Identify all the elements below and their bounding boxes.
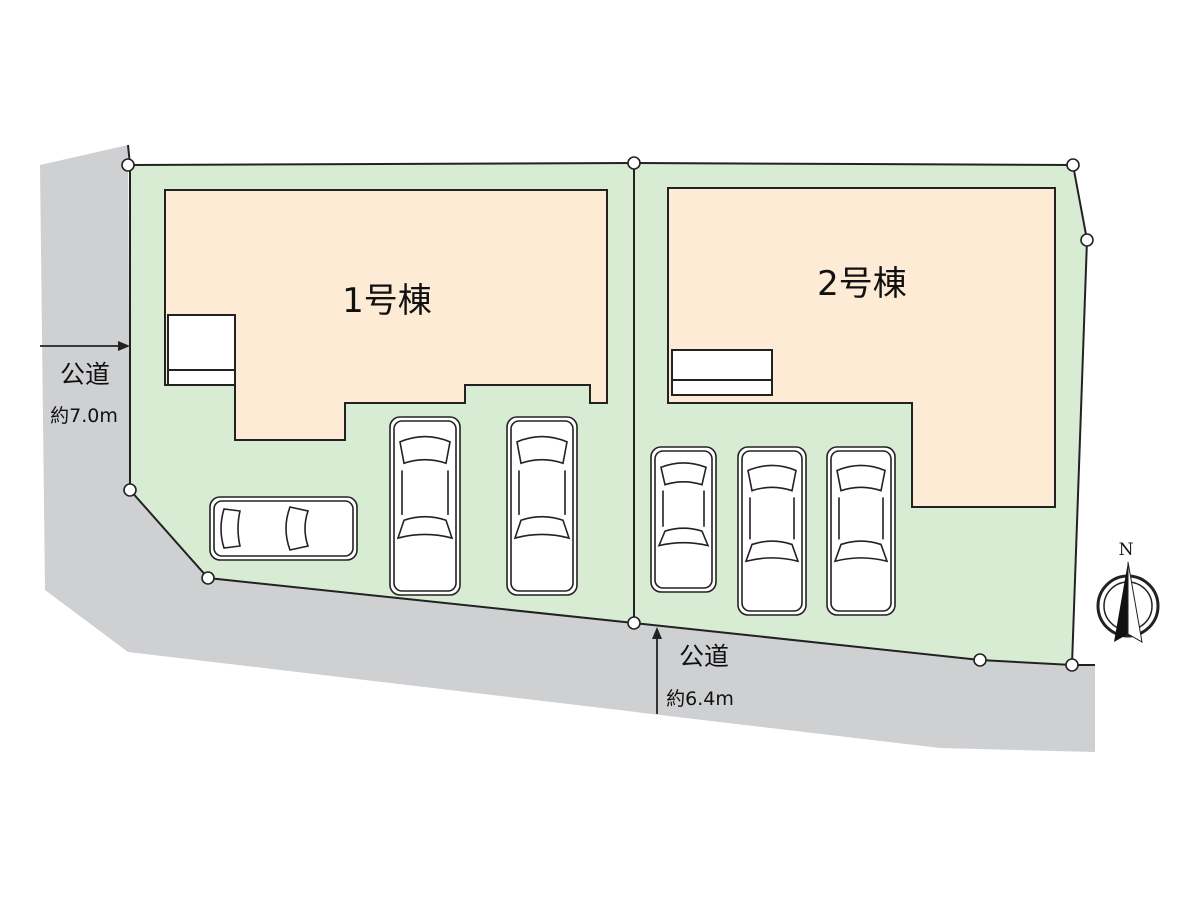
building-2-label: 2号棟 [817,264,907,304]
porch-2 [671,349,773,396]
parked-car-icon [209,496,358,561]
road-south-name: 公道 [679,642,729,671]
parked-car-icon [737,446,807,616]
parked-car-icon [506,416,578,596]
parked-car-icon [826,446,896,616]
boundary-marker-icon [1080,233,1094,247]
boundary-marker-icon [121,158,135,172]
boundary-marker-icon [627,156,641,170]
building-1-label: 1号棟 [342,281,432,321]
north-compass-icon: N [1096,540,1160,643]
public-road [40,145,1095,752]
road-south-width: 約6.4m [666,688,734,710]
arrow-icon [652,627,662,639]
porch-1 [167,314,236,386]
boundary-marker-icon [1066,158,1080,172]
road-west-name: 公道 [60,360,110,389]
boundary-marker-icon [1065,658,1079,672]
building-2 [667,187,1056,508]
parked-car-icon [650,446,717,593]
road-west-width: 約7.0m [50,405,118,427]
parked-car-icon [389,416,461,596]
boundary-marker-icon [627,616,641,630]
boundary-marker-icon [973,653,987,667]
arrow-icon [118,341,130,351]
boundary-marker-icon [123,483,137,497]
boundary-marker-icon [201,571,215,585]
compass-north-label: N [1119,540,1134,560]
